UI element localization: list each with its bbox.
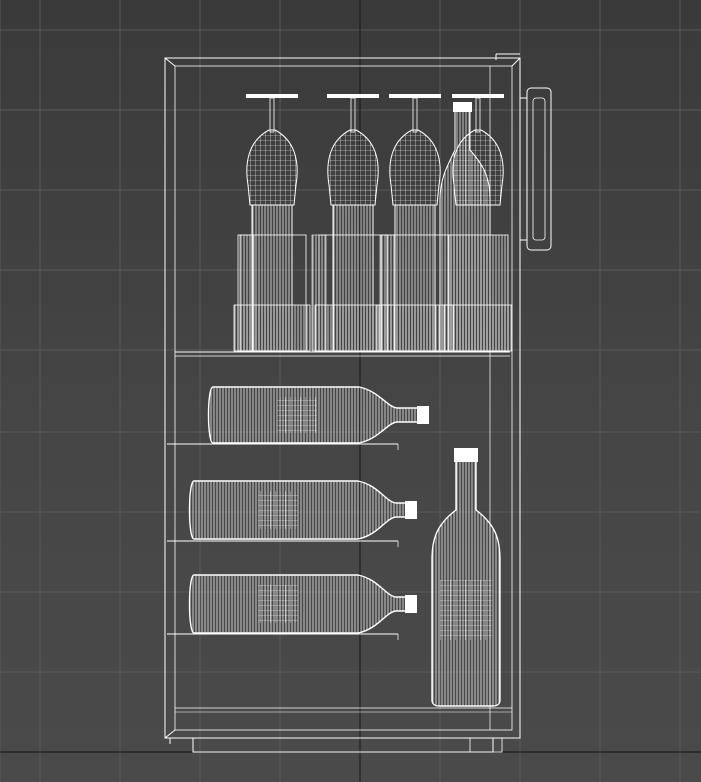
wine-glass[interactable]	[314, 94, 392, 352]
tumbler[interactable]	[239, 234, 255, 352]
upper-shelf[interactable]	[175, 351, 510, 357]
bottle-rack-1[interactable]	[167, 443, 399, 450]
tumbler[interactable]	[311, 234, 327, 352]
bottle-rack-2[interactable]	[167, 540, 399, 547]
standing-bottle-lower[interactable]	[431, 448, 501, 707]
standing-bottle-group[interactable]	[431, 448, 501, 707]
door-handle[interactable]	[520, 87, 552, 251]
lying-bottle[interactable]	[207, 386, 430, 444]
bottle-rack-3[interactable]	[167, 633, 399, 640]
lying-bottle[interactable]	[188, 480, 418, 540]
lying-bottle[interactable]	[188, 574, 418, 634]
standing-bottle-upper[interactable]	[439, 102, 491, 353]
glass-group[interactable]	[233, 94, 513, 353]
lying-bottle-group[interactable]	[188, 386, 430, 634]
fridge-base	[169, 737, 503, 753]
wine-glass[interactable]	[233, 94, 311, 352]
tumbler[interactable]	[379, 234, 395, 352]
